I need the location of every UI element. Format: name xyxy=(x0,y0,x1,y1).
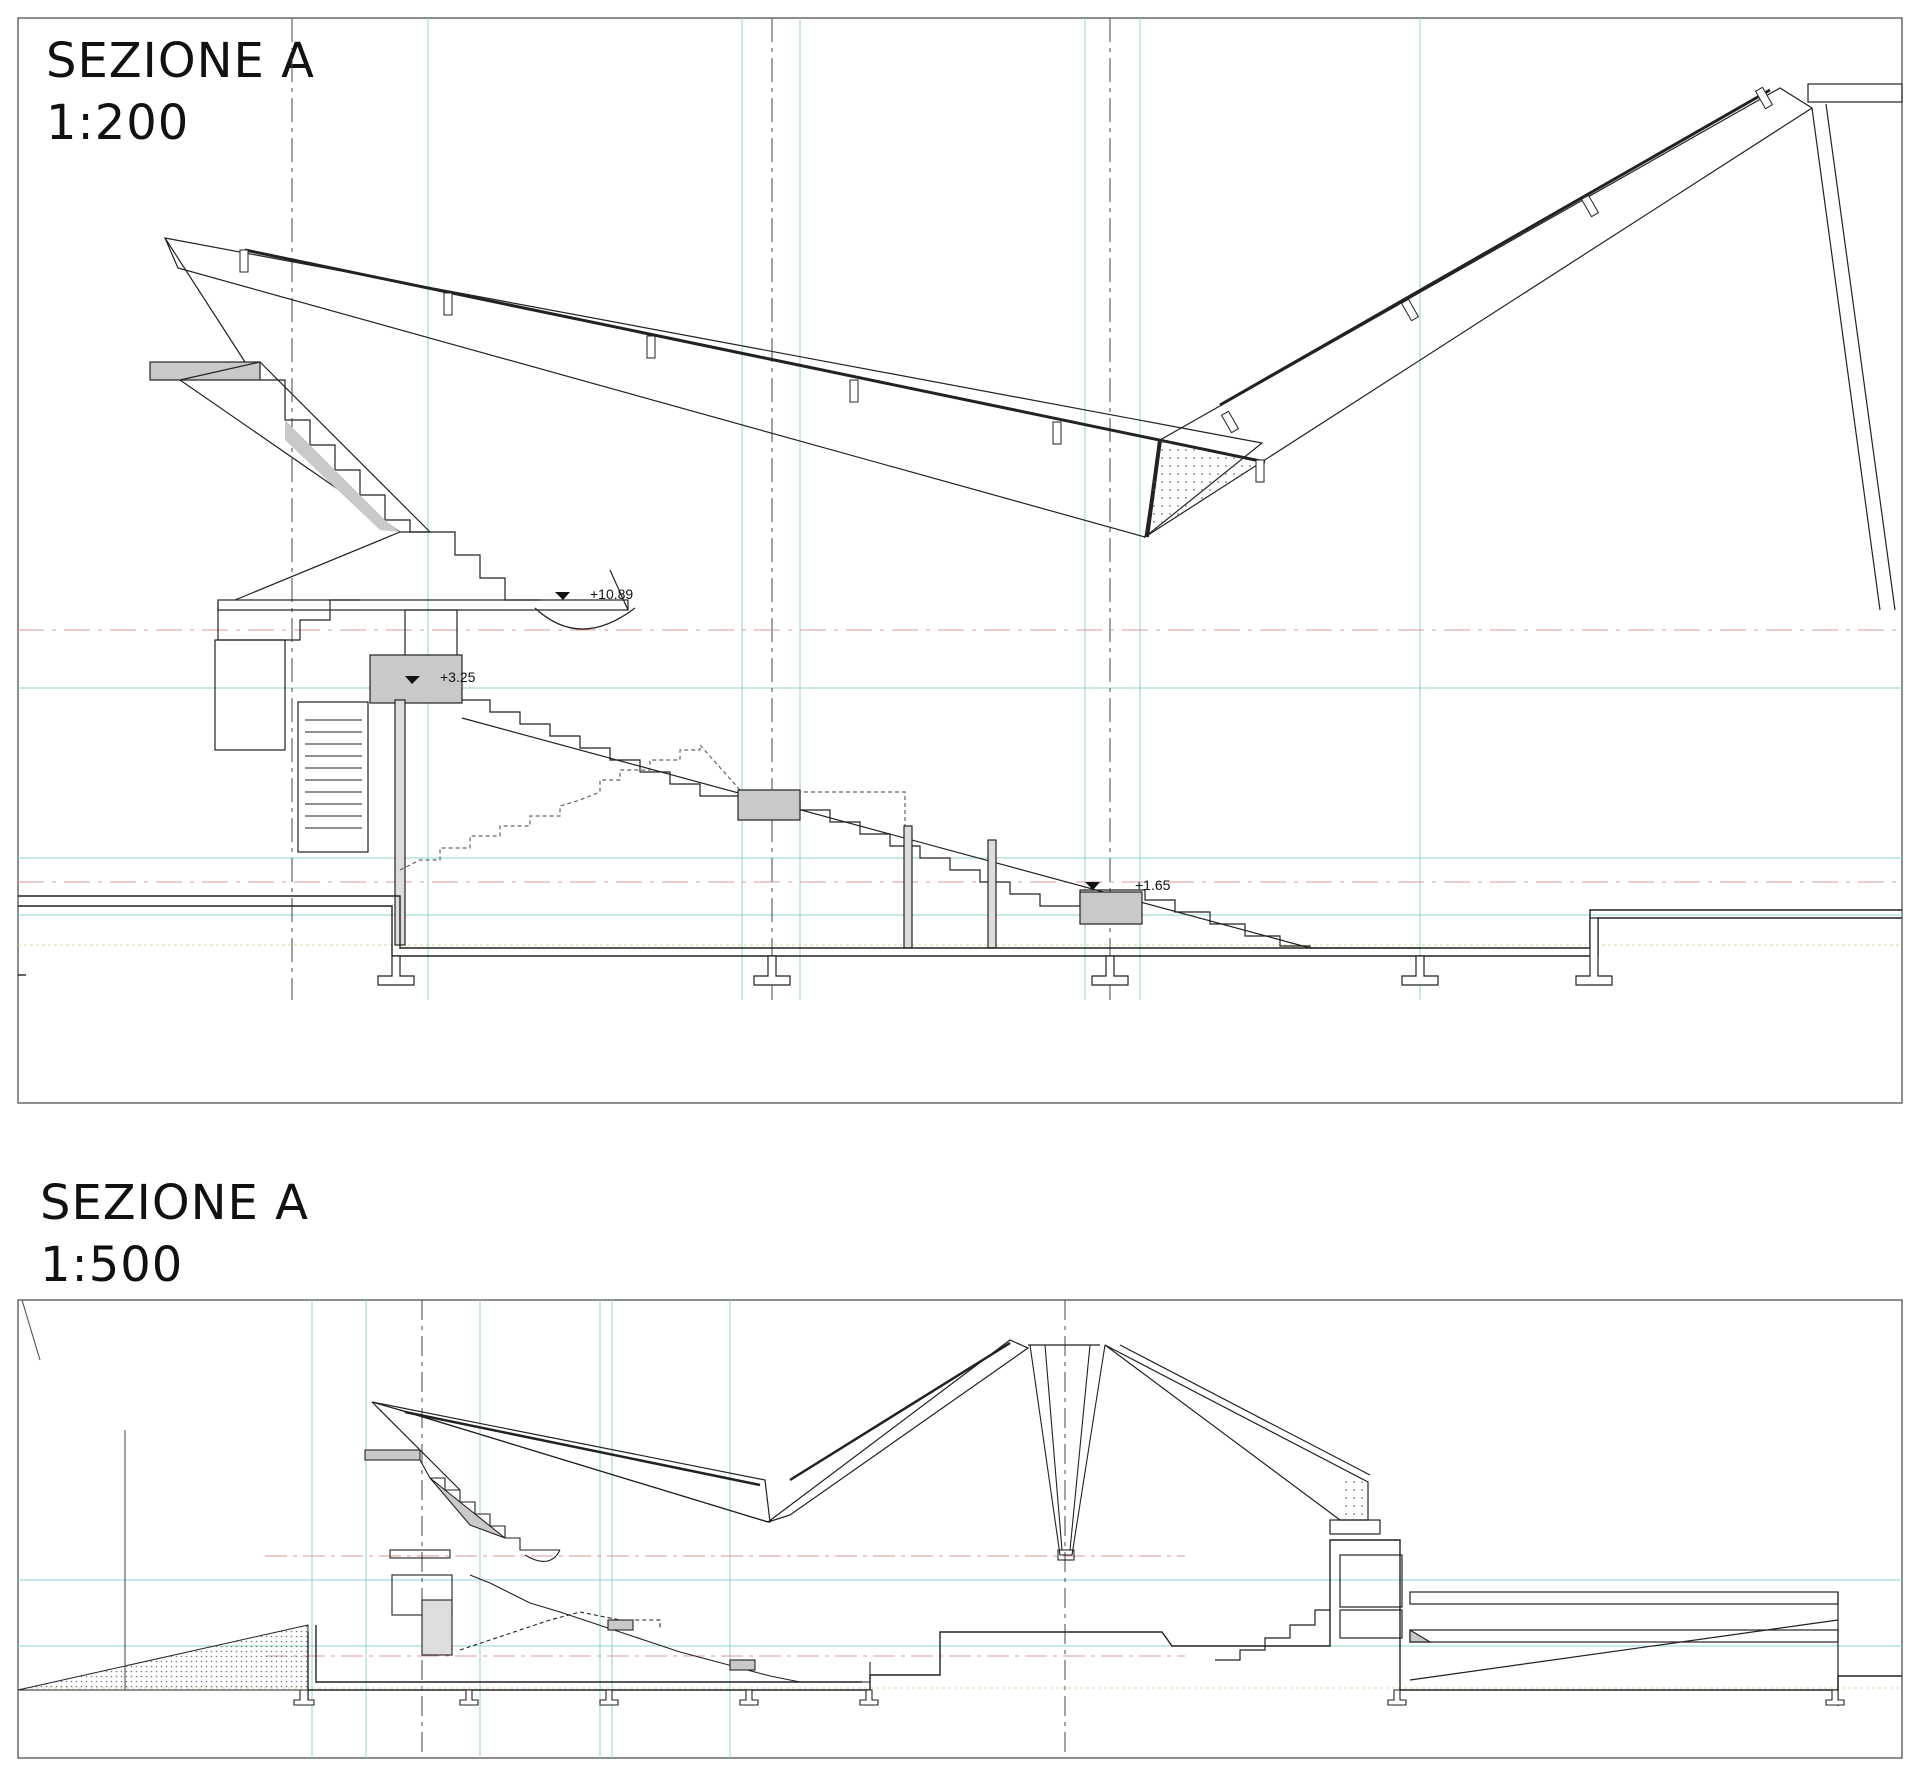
roof-right xyxy=(1104,1344,1371,1521)
section-name: SEZIONE A xyxy=(46,33,315,89)
drawing-panel-1500 xyxy=(17,1299,1903,1759)
ground-slab xyxy=(307,1539,1902,1700)
footings xyxy=(377,917,1613,986)
axis-lines xyxy=(291,18,1111,1000)
axis-lines xyxy=(421,1300,1066,1758)
grid-lines xyxy=(18,18,1902,1000)
drawing-panel-1200: +10.89 +3.25 xyxy=(17,17,1903,1104)
stand-left xyxy=(364,1449,871,1683)
panel-frame xyxy=(17,17,1903,1104)
stair-core xyxy=(214,609,463,946)
lower-tier xyxy=(399,699,1420,949)
section-scale: 1:200 xyxy=(46,95,190,151)
level-axes xyxy=(18,629,1902,883)
section-title-1200: SEZIONE A 1:200 xyxy=(46,30,315,154)
roof-canopy xyxy=(164,83,1903,611)
footings xyxy=(293,1689,1845,1706)
central-mast xyxy=(1029,1344,1106,1561)
upper-tier xyxy=(149,361,636,641)
level-axes xyxy=(265,1555,1185,1657)
elevation-marker xyxy=(555,592,570,600)
elevation-label: +3.25 xyxy=(440,669,476,685)
roof-node-hatch xyxy=(1145,440,1262,537)
section-name: SEZIONE A xyxy=(40,1175,309,1231)
panel-frame xyxy=(17,1299,1903,1759)
section-title-1500: SEZIONE A 1:500 xyxy=(40,1172,309,1296)
elevation-label: +10.89 xyxy=(590,586,633,602)
ground-slab xyxy=(18,895,1902,976)
embankment xyxy=(17,1624,309,1691)
section-scale: 1:500 xyxy=(40,1237,184,1293)
elevation-label: +1.65 xyxy=(1135,877,1171,893)
roof-left xyxy=(371,1339,1100,1523)
roof-purlins xyxy=(239,86,1774,483)
stand-right xyxy=(1215,1519,1839,1706)
